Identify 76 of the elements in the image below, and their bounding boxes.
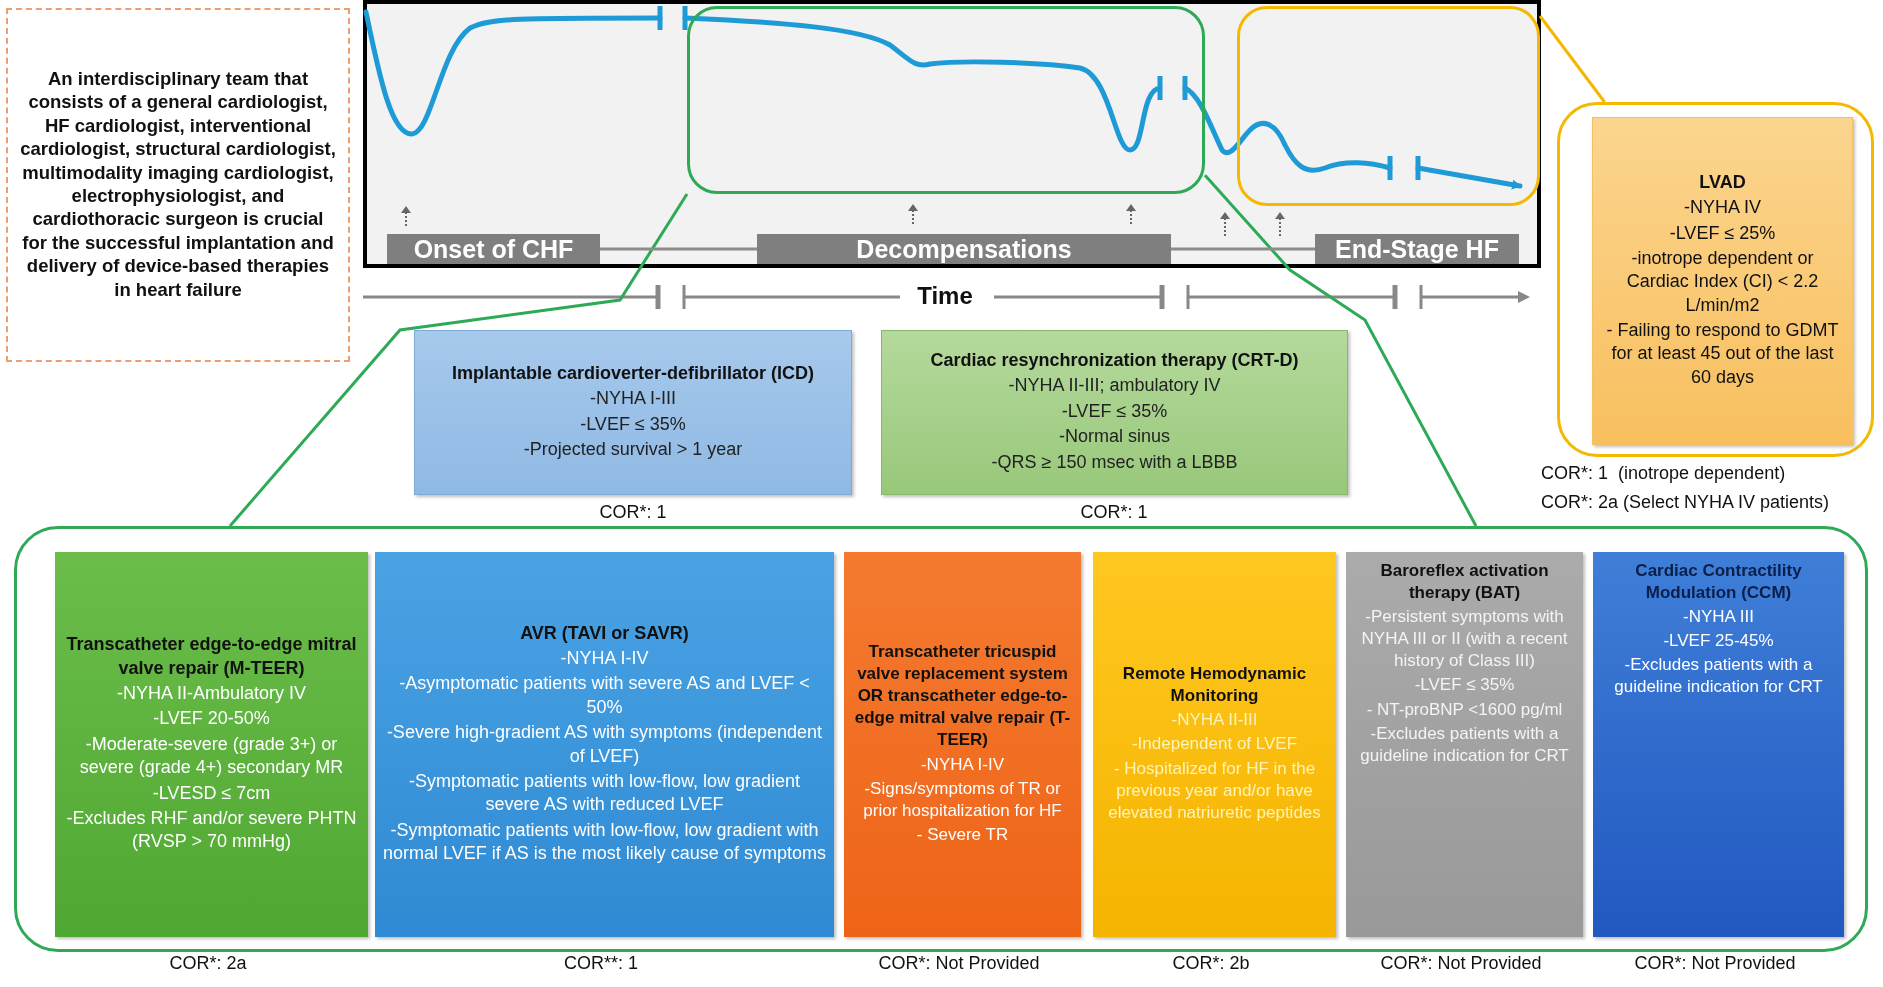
card-heading: Transcatheter edge-to-edge mitral valve repair (M-TEER): [65, 633, 358, 680]
card-heading: Cardiac resynchronization therapy (CRT-D): [930, 349, 1299, 372]
therapy-card: [1346, 552, 1583, 937]
criteria-text: -LVEF 25-45%: [1663, 630, 1774, 653]
highlight-frame: [1557, 102, 1874, 457]
card-heading: LVAD: [1699, 170, 1746, 194]
highlight-frame: [14, 526, 1868, 952]
zoom-line: [1538, 15, 1606, 103]
card-heading: AVR (TAVI or SAVR): [520, 621, 689, 645]
criteria-text: -LVEF ≤ 35%: [1414, 674, 1515, 697]
criteria-text: - NT-proBNP <1600 pg/ml: [1366, 698, 1563, 721]
criteria-text: -NYHA I-IV: [920, 753, 1005, 776]
criteria-text: -NYHA II-III; ambulatory IV: [1008, 374, 1221, 398]
recommendation-class-label: COR*: 2b: [1172, 953, 1250, 974]
criteria-text: -NYHA III: [1683, 606, 1754, 629]
criteria-text: -LVEF 20-50%: [153, 707, 270, 731]
criteria-text: -QRS ≥ 150 msec with a LBBB: [991, 450, 1238, 474]
criteria-text: -Excludes patients with a guideline indication for CRT: [1359, 722, 1570, 767]
recommendation-class-label: COR*: Not Provided: [1380, 953, 1542, 974]
note-text: An interdisciplinary team that consists of a general cardiologist, HF cardiologist, interventional cardiologist, structural cardiologist, multimodality imaging cardiologist, electrophysiologist, and cardiothoracic surgeon is crucial for the successful implantation and delivery of device-based therapies in heart failure: [19, 66, 337, 302]
recommendation-class-label: COR*: 1 (inotrope dependent): [1541, 463, 1786, 484]
therapy-card: [375, 552, 834, 937]
criteria-text: -NYHA I-III: [590, 387, 676, 411]
note-box: [6, 8, 350, 362]
stage-bar: End-Stage HF: [1315, 234, 1519, 264]
card-heading: Remote Hemodynamic Monitoring: [1121, 663, 1308, 708]
criteria-text: -LVEF ≤ 25%: [1669, 221, 1776, 245]
criteria-text: -Projected survival > 1 year: [523, 437, 743, 461]
criteria-text: -NYHA IV: [1684, 196, 1761, 220]
criteria-text: - Severe TR: [916, 823, 1009, 846]
recommendation-class-label: COR**: 1: [564, 953, 638, 974]
recommendation-class-label: COR*: 1: [1080, 502, 1148, 523]
criteria-text: -Excludes RHF and/or severe PHTN (RVSP > 70 mmHg): [65, 806, 358, 854]
criteria-text: -Symptomatic patients with low-flow, low gradient with normal LVEF if AS is the most likely cause of symptoms: [383, 818, 826, 866]
criteria-text: -Normal sinus: [1059, 425, 1170, 449]
criteria-text: -Moderate-severe (grade 3+) or severe (grade 4+) secondary MR: [78, 732, 345, 780]
criteria-text: -LVESD ≤ 7cm: [152, 781, 271, 805]
timeline-connector: [1171, 247, 1315, 251]
therapy-card: [1593, 552, 1844, 937]
therapy-card: [881, 330, 1348, 495]
criteria-text: - Failing to respond to GDMT for at least 45 out of the last 60 days: [1605, 319, 1840, 389]
therapy-card: [1093, 552, 1336, 937]
highlight-frame: [1237, 6, 1540, 206]
criteria-text: -Independent of LVEF: [1131, 733, 1298, 756]
criteria-text: -Excludes patients with a guideline indication for CRT: [1613, 654, 1824, 699]
therapy-card: [55, 552, 368, 937]
recommendation-class-label: COR*: 1: [599, 502, 667, 523]
criteria-text: -Persistent symptoms with NYHA III or II (with a recent history of Class III): [1360, 606, 1569, 673]
zoom-line: [1203, 174, 1478, 527]
criteria-text: -Signs/symptoms of TR or prior hospitalization for HF: [862, 777, 1063, 822]
recommendation-class-label: COR*: Not Provided: [878, 953, 1040, 974]
criteria-text: -LVEF ≤ 35%: [580, 412, 686, 436]
criteria-text: -NYHA II-III: [1171, 709, 1258, 732]
card-heading: Transcatheter tricuspid valve replacement system OR transcatheter edge-to-edge mitral valve repair (T-TEER): [853, 641, 1072, 752]
card-heading: Baroreflex activation therapy (BAT): [1379, 560, 1550, 605]
card-heading: Implantable cardioverter-defibrillator (ICD): [451, 361, 815, 385]
criteria-text: -Asymptomatic patients with severe AS and LVEF < 50%: [398, 672, 811, 719]
therapy-card: [844, 552, 1081, 937]
highlight-frame: [687, 6, 1205, 194]
criteria-text: -NYHA II-Ambulatory IV: [116, 682, 307, 705]
criteria-text: -LVEF ≤ 35%: [1061, 399, 1168, 423]
criteria-text: -inotrope dependent or Cardiac Index (CI) < 2.2 L/min/m2: [1625, 246, 1820, 317]
recommendation-class-label: COR*: 2a (Select NYHA IV patients): [1541, 492, 1830, 513]
therapy-card: [1592, 117, 1853, 445]
stage-bar: Decompensations: [757, 234, 1171, 264]
zoom-line: [228, 193, 689, 527]
therapy-card: [414, 330, 852, 495]
criteria-text: - Hospitalized for HF in the previous year and/or have elevated natriuretic peptides: [1107, 757, 1322, 824]
criteria-text: -Severe high-gradient AS with symptoms (independent of LVEF): [385, 721, 824, 768]
timeline-connector: [600, 247, 757, 251]
card-heading: Cardiac Contractility Modulation (CCM): [1634, 560, 1803, 605]
recommendation-class-label: COR*: 2a: [169, 953, 247, 974]
recommendation-class-label: COR*: Not Provided: [1634, 953, 1796, 974]
criteria-text: -NYHA I-IV: [560, 646, 649, 670]
stage-bar: Onset of CHF: [387, 234, 600, 264]
criteria-text: -Symptomatic patients with low-flow, low gradient severe AS with reduced LVEF: [407, 769, 802, 817]
